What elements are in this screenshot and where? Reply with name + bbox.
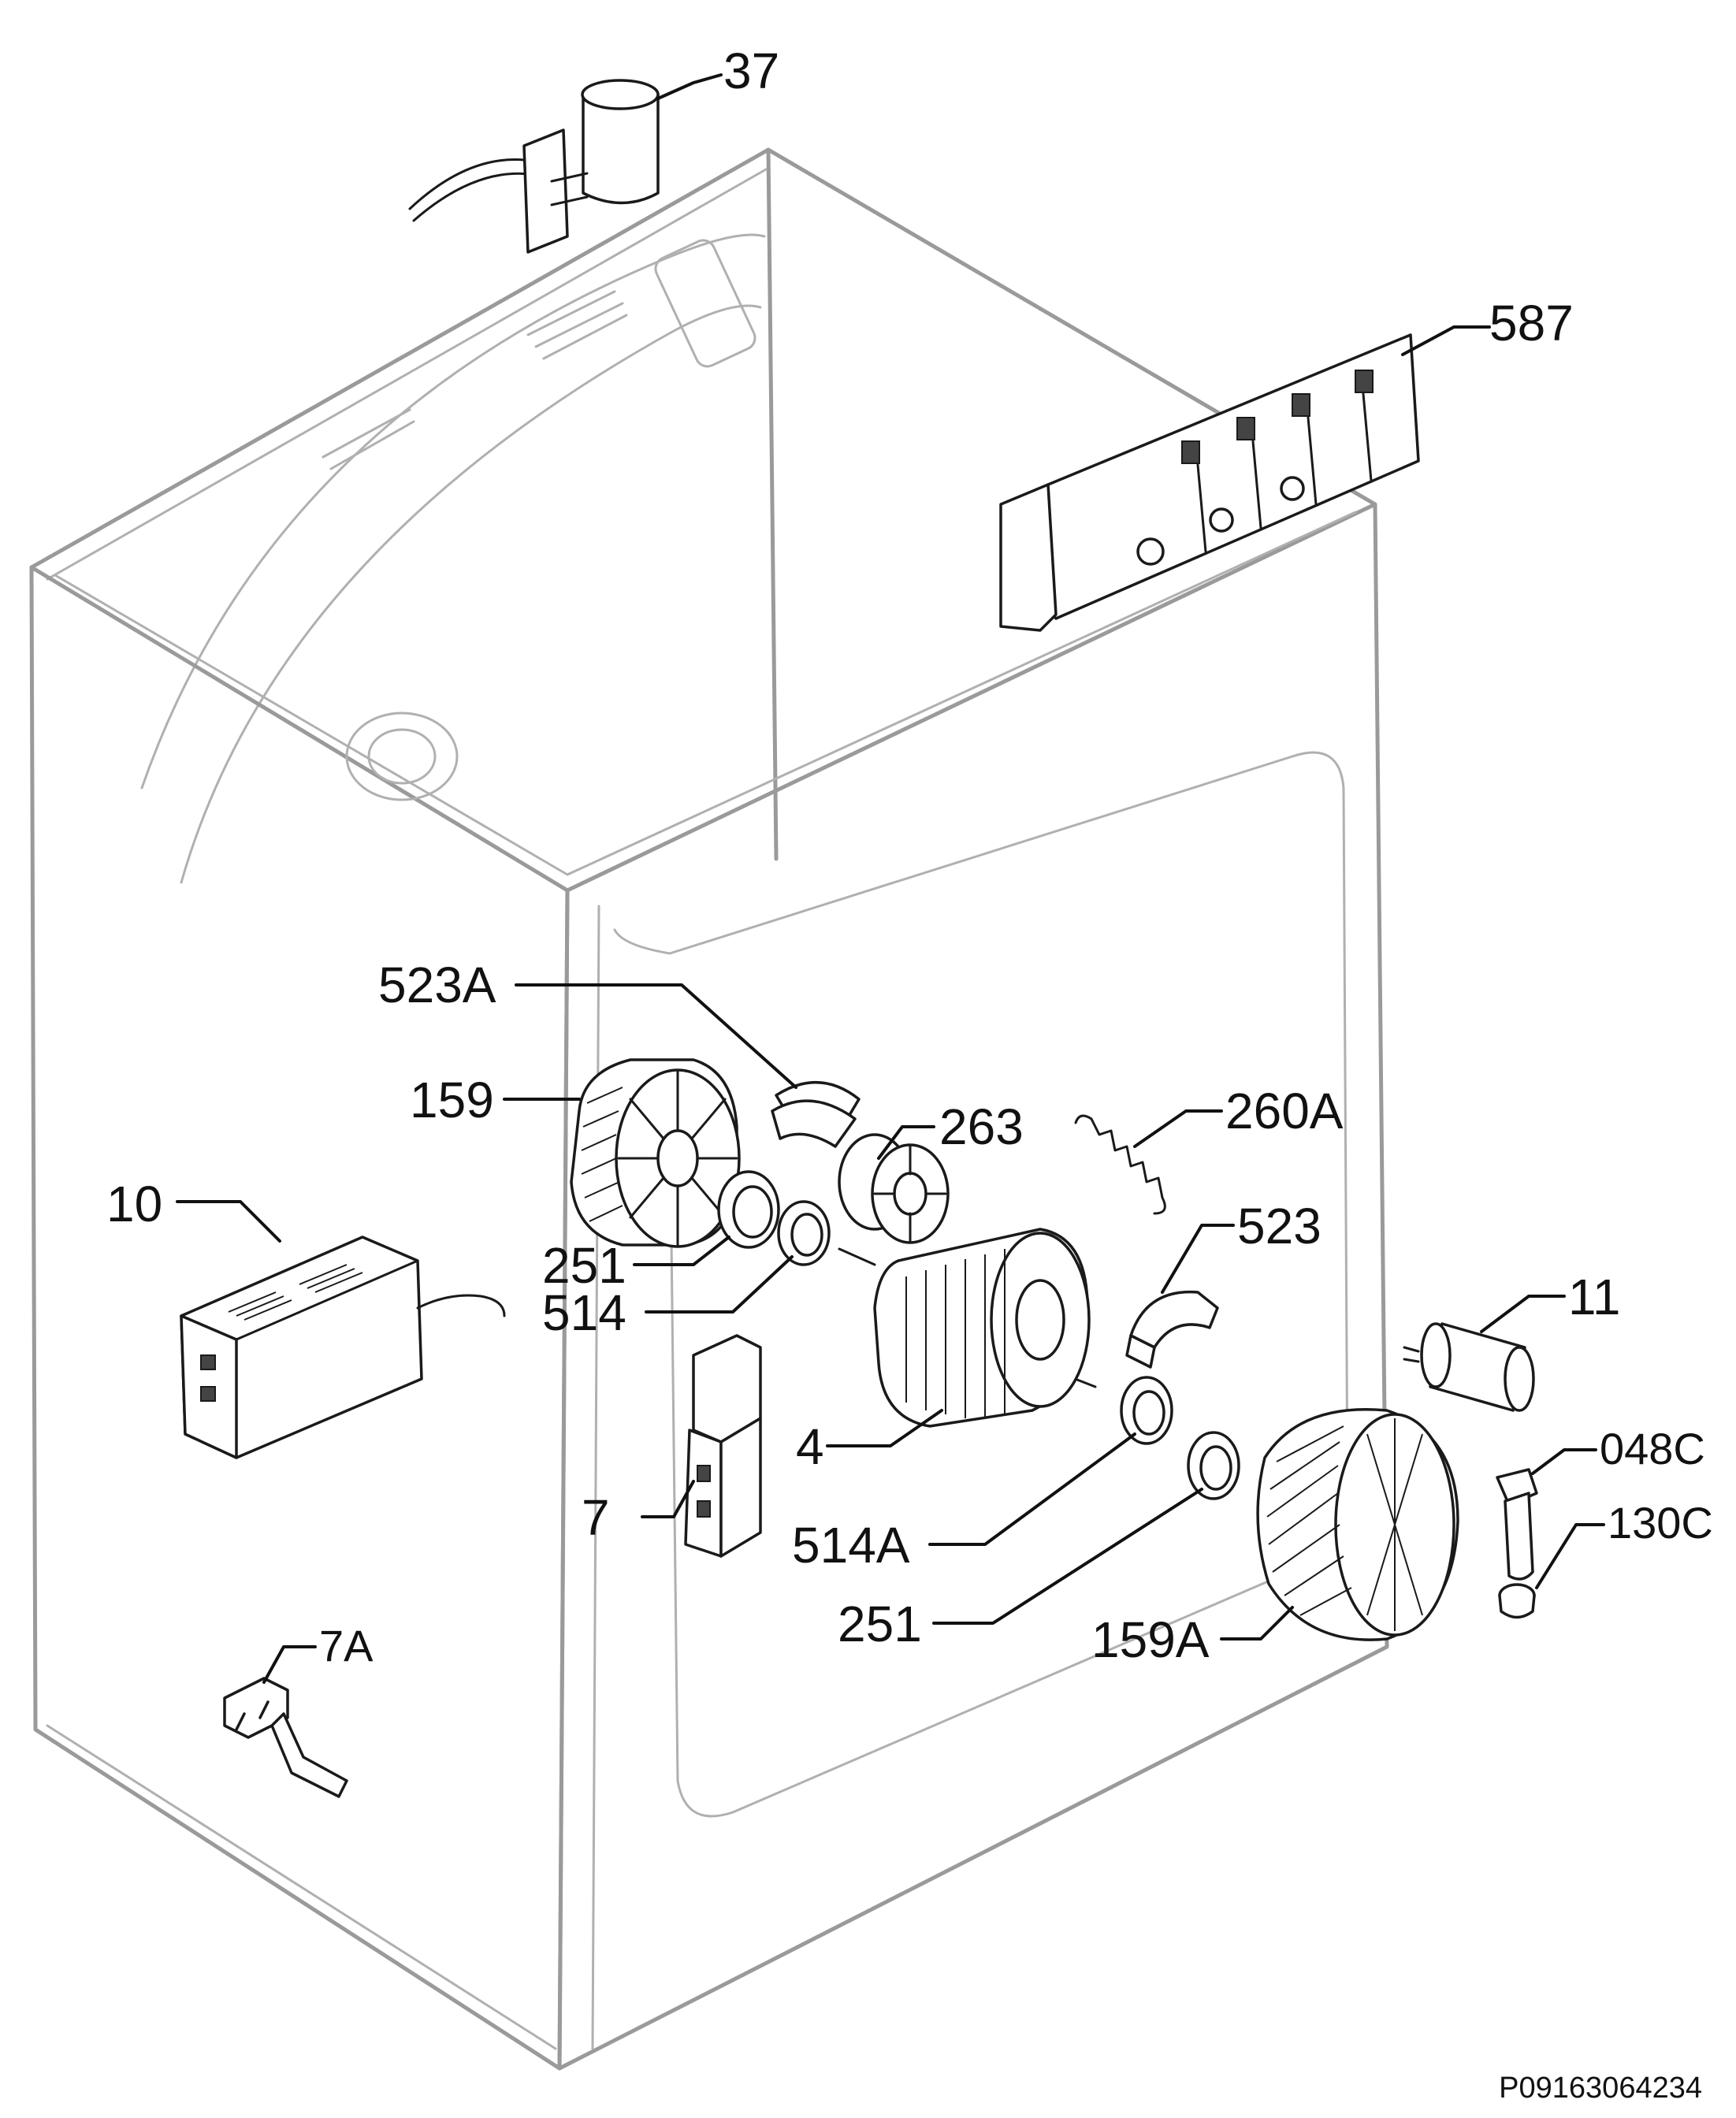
cabinet-front-panel [557, 502, 1389, 2071]
callout-159A: 159A [1091, 1611, 1210, 1668]
leader-251b [932, 1488, 1203, 1625]
leader-251a [633, 1236, 730, 1266]
leader-7A [262, 1645, 317, 1684]
part-048C-sensor [1496, 1468, 1538, 1581]
dryer-cabinet [29, 147, 1389, 2071]
part-10-heater [180, 1236, 506, 1459]
part-37-capacitor [408, 79, 660, 254]
part-587-control-board [999, 333, 1420, 632]
part-4-motor [838, 1228, 1097, 1428]
leader-10 [176, 1200, 281, 1243]
leader-130C [1535, 1523, 1605, 1589]
part-7-switch [684, 1334, 762, 1558]
leader-523 [1161, 1224, 1235, 1294]
part-251b-bearing [1187, 1431, 1240, 1500]
cabinet-top-edge [29, 147, 1377, 893]
part-260A-spring [1074, 1114, 1166, 1215]
part-130C-grommet [1498, 1583, 1536, 1619]
callout-7: 7 [582, 1489, 610, 1546]
callout-048C: 048C [1600, 1424, 1705, 1473]
part-159-drive-wheel [570, 1058, 741, 1248]
leader-514 [645, 1255, 794, 1314]
part-251-bearing [717, 1170, 780, 1249]
part-523-bracket [1125, 1290, 1219, 1369]
part-523A-bracket [771, 1081, 861, 1148]
callout-130C: 130C [1608, 1498, 1713, 1548]
leader-260A [1133, 1109, 1223, 1148]
leader-lines [176, 73, 1605, 1684]
callout-514: 514 [542, 1284, 626, 1341]
part-514A-bearing [1120, 1376, 1173, 1445]
callout-4: 4 [796, 1418, 824, 1475]
callout-159: 159 [410, 1072, 494, 1128]
leader-587 [1401, 325, 1491, 356]
leader-523A [515, 983, 797, 1089]
callout-37: 37 [723, 43, 779, 99]
leader-4 [826, 1409, 943, 1447]
part-514-bearing [777, 1200, 831, 1266]
callout-251a: 251 [542, 1237, 626, 1294]
document-id: P09163064234 [1499, 2072, 1702, 2105]
callout-10: 10 [106, 1176, 162, 1232]
leader-37 [656, 73, 723, 100]
part-263-pulley [838, 1133, 950, 1244]
cabinet-badge [654, 239, 756, 368]
part-11-capacitor [1403, 1322, 1535, 1412]
leader-7 [641, 1480, 695, 1518]
callout-260A: 260A [1225, 1083, 1344, 1139]
callout-251b: 251 [838, 1596, 922, 1652]
leader-263 [877, 1125, 935, 1160]
leader-514A [928, 1432, 1136, 1546]
part-159A-fan [1256, 1408, 1459, 1641]
part-7A-microswitch [223, 1677, 348, 1798]
callout-523: 523 [1237, 1198, 1322, 1254]
callout-587: 587 [1489, 295, 1574, 351]
callout-labels: 37 587 523A 159 263 260A 10 251 514 523 … [106, 43, 1713, 1670]
callout-514A: 514A [792, 1517, 910, 1574]
callout-263: 263 [939, 1098, 1024, 1155]
leader-11 [1480, 1295, 1566, 1333]
callout-11: 11 [1568, 1269, 1620, 1325]
callout-7A: 7A [319, 1621, 374, 1670]
leader-159A [1220, 1606, 1294, 1641]
leader-048C [1531, 1448, 1597, 1475]
callout-523A: 523A [378, 957, 496, 1013]
